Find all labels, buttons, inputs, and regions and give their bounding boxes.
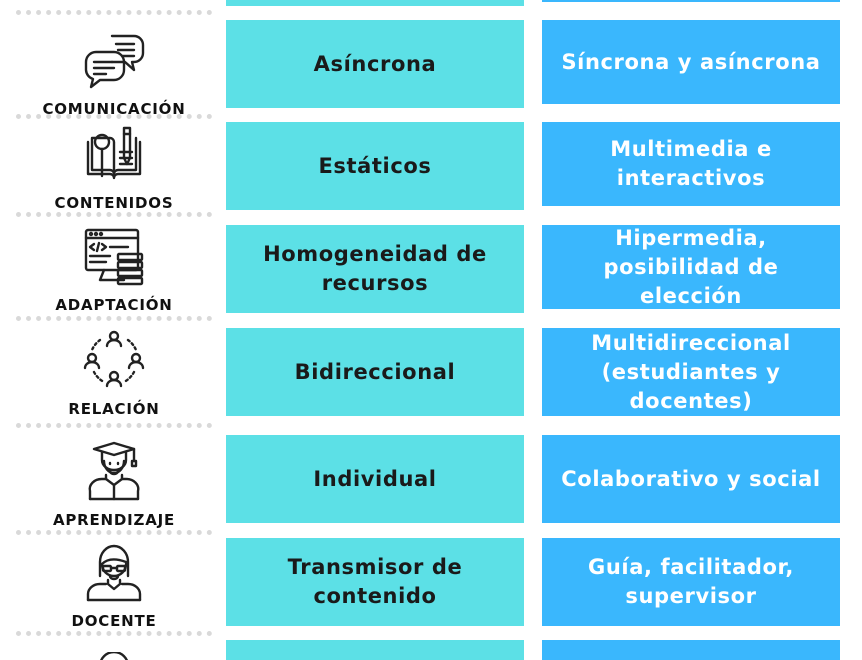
- category-aprendizaje: APRENDIZAJE: [16, 441, 212, 529]
- category-comunicacion: COMUNICACIÓN: [16, 30, 212, 118]
- separator: [16, 114, 212, 119]
- category-label: ADAPTACIÓN: [55, 296, 173, 314]
- category-contenidos: CONTENIDOS: [16, 124, 212, 212]
- digital-box-aprendizaje: Colaborativo y social: [542, 435, 840, 523]
- traditional-box-relacion: Bidireccional: [226, 328, 524, 416]
- teacher-icon: [86, 544, 142, 602]
- digital-box-docente: Guía, facilitador, supervisor: [542, 538, 840, 626]
- digital-box-relacion: Multidireccional (estudiantes y docentes…: [542, 328, 840, 416]
- book-magnifier-pencil-icon: [86, 126, 142, 180]
- separator: [16, 316, 212, 321]
- category-relacion: RELACIÓN: [16, 330, 212, 418]
- separator: [16, 10, 212, 15]
- category-adaptacion: ADAPTACIÓN: [16, 226, 212, 314]
- partial-traditional-box-bottom: [226, 640, 524, 660]
- partial-person-icon: [100, 652, 128, 660]
- code-browser-icon: [84, 228, 144, 286]
- traditional-box-docente: Transmisor de contenido: [226, 538, 524, 626]
- traditional-box-aprendizaje: Individual: [226, 435, 524, 523]
- digital-box-adaptacion: Hipermedia, posibilidad de elección: [542, 225, 840, 309]
- traditional-box-comunicacion: Asíncrona: [226, 20, 524, 108]
- category-docente: DOCENTE: [16, 542, 212, 630]
- traditional-box-contenidos: Estáticos: [226, 122, 524, 210]
- digital-box-comunicacion: Síncrona y asíncrona: [542, 20, 840, 104]
- category-label: COMUNICACIÓN: [42, 100, 186, 118]
- separator: [16, 631, 212, 636]
- separator: [16, 530, 212, 535]
- partial-digital-box-bottom: [542, 640, 840, 660]
- partial-traditional-box-top: [226, 0, 524, 6]
- partial-digital-box-top: [542, 0, 840, 2]
- category-label: APRENDIZAJE: [52, 511, 176, 529]
- traditional-box-adaptacion: Homogeneidad de recursos: [226, 225, 524, 313]
- category-label: CONTENIDOS: [54, 194, 174, 212]
- chat-bubbles-icon: [84, 34, 145, 89]
- separator: [16, 212, 212, 217]
- separator: [16, 423, 212, 428]
- people-network-icon: [83, 330, 145, 388]
- graduate-icon: [88, 441, 140, 501]
- digital-box-contenidos: Multimedia e interactivos: [542, 122, 840, 206]
- category-label: RELACIÓN: [68, 400, 160, 418]
- category-label: DOCENTE: [71, 612, 157, 630]
